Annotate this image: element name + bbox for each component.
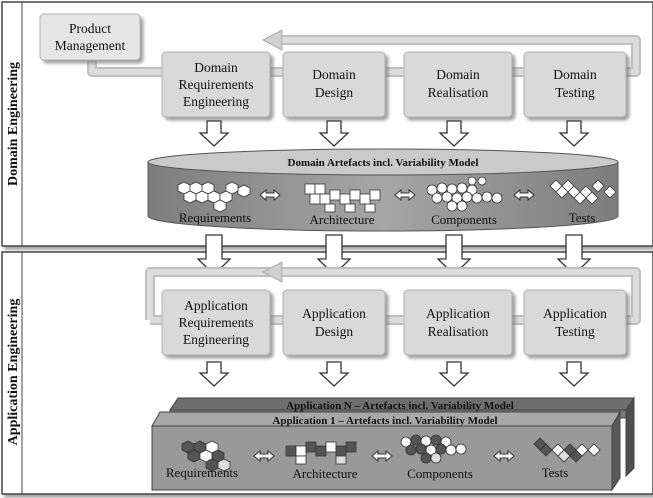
domain-req-line-3: Engineering — [183, 94, 249, 109]
domain-realisation-box: Domain Realisation — [403, 51, 513, 118]
app-components-label: Components — [407, 466, 473, 481]
down-arrow-icon — [558, 120, 590, 147]
domain-artefacts-cylinder: Domain Artefacts incl. Variability Model — [147, 148, 619, 232]
domain-realisation-line-2: Realisation — [428, 85, 489, 100]
double-arrow-icon — [493, 449, 515, 463]
double-arrow-icon — [394, 188, 416, 202]
double-arrow-icon — [371, 449, 393, 463]
tests-diamond-icon — [549, 179, 617, 205]
domain-loop-arrow — [87, 29, 641, 77]
double-arrow-icon — [513, 188, 535, 202]
domain-artefact-links — [259, 188, 535, 202]
application-engineering-label: Application Engineering — [6, 299, 21, 446]
app-testing-line-1: Application — [543, 306, 607, 321]
domain-artefacts-title: Domain Artefacts incl. Variability Model — [288, 157, 479, 169]
domain-design-line-2: Design — [315, 85, 353, 100]
domain-testing-box: Domain Testing — [523, 51, 627, 118]
domain-engineering-label: Domain Engineering — [6, 62, 21, 186]
application-requirements-engineering-box: Application Requirements Engineering — [161, 289, 271, 356]
app-req-line-3: Engineering — [183, 332, 249, 347]
domain-testing-line-1: Domain — [553, 67, 597, 82]
application-testing-box: Application Testing — [523, 289, 627, 356]
domain-req-line-2: Requirements — [179, 77, 254, 92]
domain-components-label: Components — [431, 212, 497, 227]
application-artefact-links — [253, 449, 515, 463]
domain-tests-label: Tests — [569, 210, 596, 225]
app-realisation-line-1: Application — [426, 306, 490, 321]
domain-requirements-label: Requirements — [179, 210, 251, 225]
app-tests-label: Tests — [542, 465, 569, 480]
domain-design-box: Domain Design — [282, 51, 386, 118]
app-testing-line-2: Testing — [555, 324, 595, 339]
domain-down-arrows — [198, 120, 590, 147]
domain-testing-line-2: Testing — [555, 85, 595, 100]
components-cluster-icon — [426, 176, 503, 212]
product-management-line-2: Management — [55, 38, 126, 53]
application-n-artefacts-title: Application N – Artefacts incl. Variabil… — [286, 400, 514, 412]
application-design-box: Application Design — [282, 289, 386, 356]
domain-req-line-1: Domain — [194, 60, 238, 75]
app-req-line-2: Requirements — [179, 315, 254, 330]
app-requirements-label: Requirements — [166, 465, 238, 480]
domain-realisation-line-1: Domain — [436, 67, 480, 82]
down-arrow-icon — [318, 120, 350, 147]
application-1-artefacts-title: Application 1 – Artefacts incl. Variabil… — [272, 415, 497, 427]
application-down-arrows — [198, 361, 590, 387]
down-arrow-icon — [318, 361, 350, 387]
product-management-box: Product Management — [39, 13, 141, 61]
domain-process-boxes: Domain Requirements Engineering Domain D… — [161, 51, 627, 118]
app-design-line-1: Application — [302, 306, 366, 321]
app-architecture-label: Architecture — [293, 466, 358, 481]
down-arrow-icon — [198, 120, 230, 147]
app-requirements-hexagon-icon — [181, 440, 231, 472]
app-tests-diamond-icon — [533, 437, 601, 463]
down-arrow-icon — [198, 361, 230, 387]
app-components-cluster-icon — [400, 434, 467, 464]
down-arrow-icon — [558, 361, 590, 387]
down-arrow-icon — [438, 120, 470, 147]
double-arrow-icon — [253, 449, 275, 463]
app-design-line-2: Design — [315, 324, 353, 339]
application-realisation-box: Application Realisation — [403, 289, 513, 356]
domain-architecture-label: Architecture — [310, 212, 375, 227]
requirements-hexagon-icon — [177, 181, 251, 213]
down-arrow-icon — [438, 361, 470, 387]
domain-design-line-1: Domain — [312, 67, 356, 82]
app-req-line-1: Application — [184, 298, 248, 313]
double-arrow-icon — [259, 188, 281, 202]
product-management-line-1: Product — [69, 21, 111, 36]
application-1-artefacts-slab: Application 1 – Artefacts incl. Variabil… — [151, 410, 621, 492]
domain-requirements-engineering-box: Domain Requirements Engineering — [161, 51, 271, 118]
app-realisation-line-2: Realisation — [428, 324, 489, 339]
architecture-puzzle-icon — [304, 183, 381, 213]
application-process-boxes: Application Requirements Engineering App… — [161, 289, 627, 356]
app-architecture-puzzle-icon — [285, 441, 357, 465]
